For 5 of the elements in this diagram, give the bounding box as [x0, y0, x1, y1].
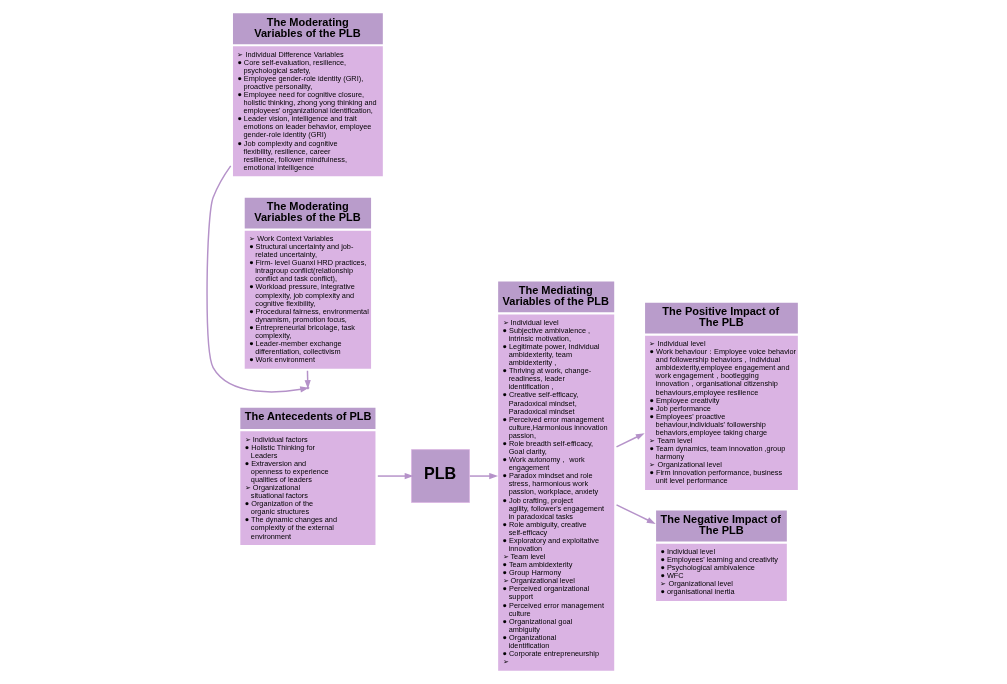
- node-box: PLB: [411, 449, 470, 503]
- arrow: [469, 472, 499, 480]
- arrow: [615, 433, 645, 448]
- arrow: [377, 472, 414, 480]
- arrow: [615, 504, 656, 524]
